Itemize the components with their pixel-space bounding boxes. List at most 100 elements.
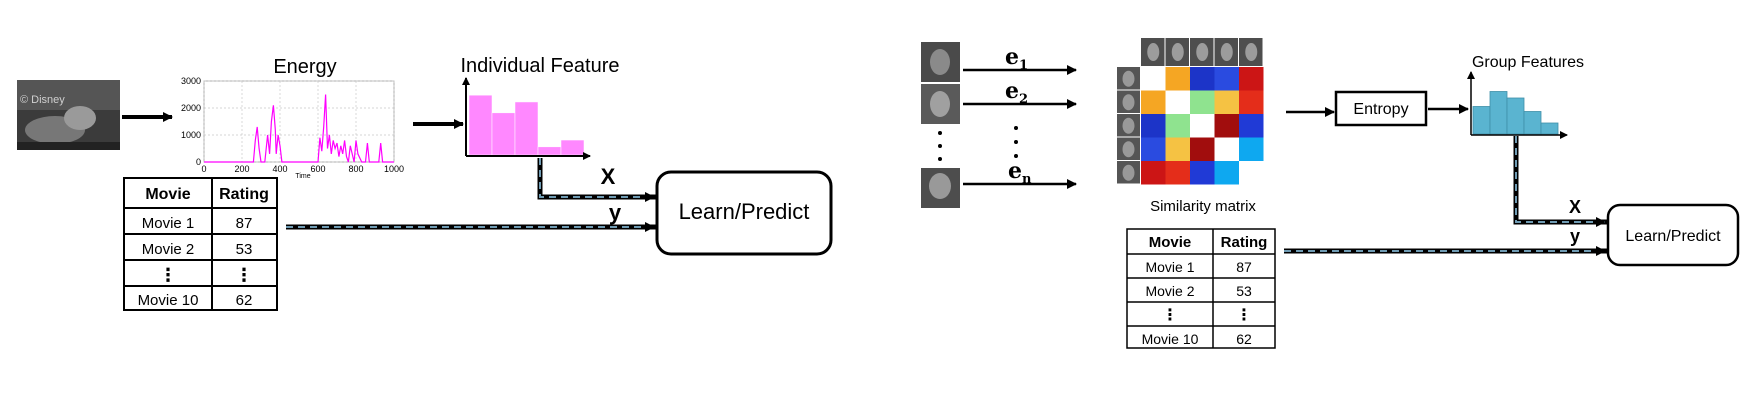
left-table-cell: 87 — [236, 215, 253, 232]
left-table-cell: Movie 10 — [138, 292, 199, 309]
similarity-cell — [1239, 161, 1264, 185]
similarity-col-face — [1147, 43, 1160, 61]
group-features-bar — [1540, 122, 1559, 135]
similarity-cell — [1239, 137, 1264, 161]
similarity-col-face — [1220, 43, 1233, 61]
left-table-cell: 62 — [236, 292, 253, 309]
dashed-x-arrow-outline — [537, 158, 656, 200]
right-dashed-x-arrow — [1515, 136, 1606, 227]
similarity-row-face — [1122, 117, 1135, 134]
similarity-caption: Similarity matrix — [1150, 198, 1256, 215]
similarity-cell — [1239, 67, 1264, 91]
similarity-cell — [1165, 137, 1190, 161]
right-y-label: y — [1570, 226, 1580, 246]
similarity-cell — [1214, 161, 1239, 185]
right-table-cell: 87 — [1236, 259, 1252, 275]
energy-plot-frame — [203, 80, 395, 163]
energy-series-line — [204, 94, 394, 163]
left-table-cell: ⋮ — [235, 265, 253, 285]
movie-frame-watermark: © Disney — [20, 94, 65, 106]
individual-feature-title: Individual Feature — [461, 55, 620, 77]
right-learn-predict-box — [1606, 203, 1740, 267]
right-table-header-movie: Movie — [1149, 234, 1192, 251]
individual-feature-bar — [537, 146, 562, 156]
energy-xtick-label: 600 — [310, 164, 325, 174]
similarity-row-face — [1122, 70, 1135, 87]
similarity-cell — [1141, 90, 1166, 114]
energy-ytick-label: 1000 — [181, 130, 201, 140]
entropy-box — [1334, 90, 1428, 127]
individual-feature-histogram: Individual Feature — [461, 55, 620, 160]
right-panel: e1 e2 en Similarity matrix Entropy Group… — [921, 38, 1740, 349]
energy-xtick-label: 1000 — [384, 164, 404, 174]
right-table-header-rating: Rating — [1221, 234, 1268, 251]
similarity-cell — [1165, 67, 1190, 91]
group-features-bar — [1489, 91, 1508, 135]
energy-xtick-label: 0 — [201, 164, 206, 174]
similarity-col-face — [1196, 43, 1209, 61]
similarity-row-face — [1122, 164, 1135, 181]
e2-label: e2 — [1005, 78, 1028, 107]
similarity-cell — [1165, 90, 1190, 114]
e1-label: e1 — [1005, 44, 1028, 73]
left-table-cell: 53 — [236, 241, 253, 258]
group-features-bar — [1523, 111, 1542, 135]
similarity-cell — [1141, 137, 1166, 161]
right-table-cell: ⋮ — [1236, 307, 1252, 324]
left-learn-predict-label: Learn/Predict — [679, 199, 810, 224]
similarity-cell — [1141, 114, 1166, 138]
en-label: en — [1008, 158, 1032, 187]
left-table-cell: Movie 2 — [142, 241, 195, 258]
group-features-bars — [1472, 91, 1559, 135]
right-learn-predict-label: Learn/Predict — [1625, 228, 1721, 245]
energy-ytick-label: 3000 — [181, 76, 201, 86]
individual-feature-bar — [468, 94, 493, 156]
similarity-row-face — [1122, 141, 1135, 158]
similarity-cell — [1214, 114, 1239, 138]
similarity-cell — [1190, 67, 1215, 91]
similarity-row-face — [1122, 94, 1135, 111]
energy-plot-title: Energy — [273, 56, 336, 78]
left-table-header-rating: Rating — [219, 186, 269, 203]
right-table-cell: ⋮ — [1162, 307, 1178, 324]
individual-feature-bar — [514, 101, 539, 156]
similarity-top-thumbnails — [1141, 38, 1263, 66]
left-table-cell: Movie 1 — [142, 215, 195, 232]
similarity-cell — [1239, 114, 1264, 138]
similarity-cell — [1190, 137, 1215, 161]
similarity-cell — [1190, 114, 1215, 138]
individual-feature-bar — [491, 112, 516, 156]
right-table-cell: Movie 10 — [1142, 331, 1199, 347]
similarity-cell — [1214, 67, 1239, 91]
face-thumbnails — [921, 42, 960, 208]
similarity-col-face — [1171, 43, 1184, 61]
right-table-cell: Movie 1 — [1145, 259, 1194, 275]
similarity-col-face — [1245, 43, 1258, 61]
left-x-label: X — [601, 164, 616, 189]
similarity-cell — [1190, 90, 1215, 114]
energy-ytick-label: 0 — [196, 157, 201, 167]
entropy-label: Entropy — [1353, 101, 1408, 118]
left-y-label: y — [609, 200, 622, 225]
individual-feature-bars — [468, 94, 585, 156]
group-features-histogram: Group Features — [1467, 54, 1584, 139]
energy-plot-xlabel: Time — [295, 173, 310, 180]
movie-frame-image: © Disney — [17, 80, 120, 150]
right-table-cell: 53 — [1236, 283, 1252, 299]
energy-xtick-label: 400 — [272, 164, 287, 174]
energy-ytick-label: 2000 — [181, 103, 201, 113]
group-features-bar — [1506, 97, 1525, 135]
group-features-title: Group Features — [1472, 54, 1584, 71]
similarity-cell — [1190, 161, 1215, 185]
energy-plot-grid — [203, 80, 395, 163]
similarity-matrix: Similarity matrix — [1117, 38, 1264, 215]
similarity-left-thumbnails — [1117, 67, 1140, 184]
similarity-cell — [1214, 137, 1239, 161]
similarity-cell — [1239, 90, 1264, 114]
group-features-bar — [1472, 106, 1491, 135]
similarity-cell — [1214, 90, 1239, 114]
left-ratings-table: Movie Rating Movie 1 87 Movie 2 53 ⋮ ⋮ M… — [123, 177, 278, 311]
